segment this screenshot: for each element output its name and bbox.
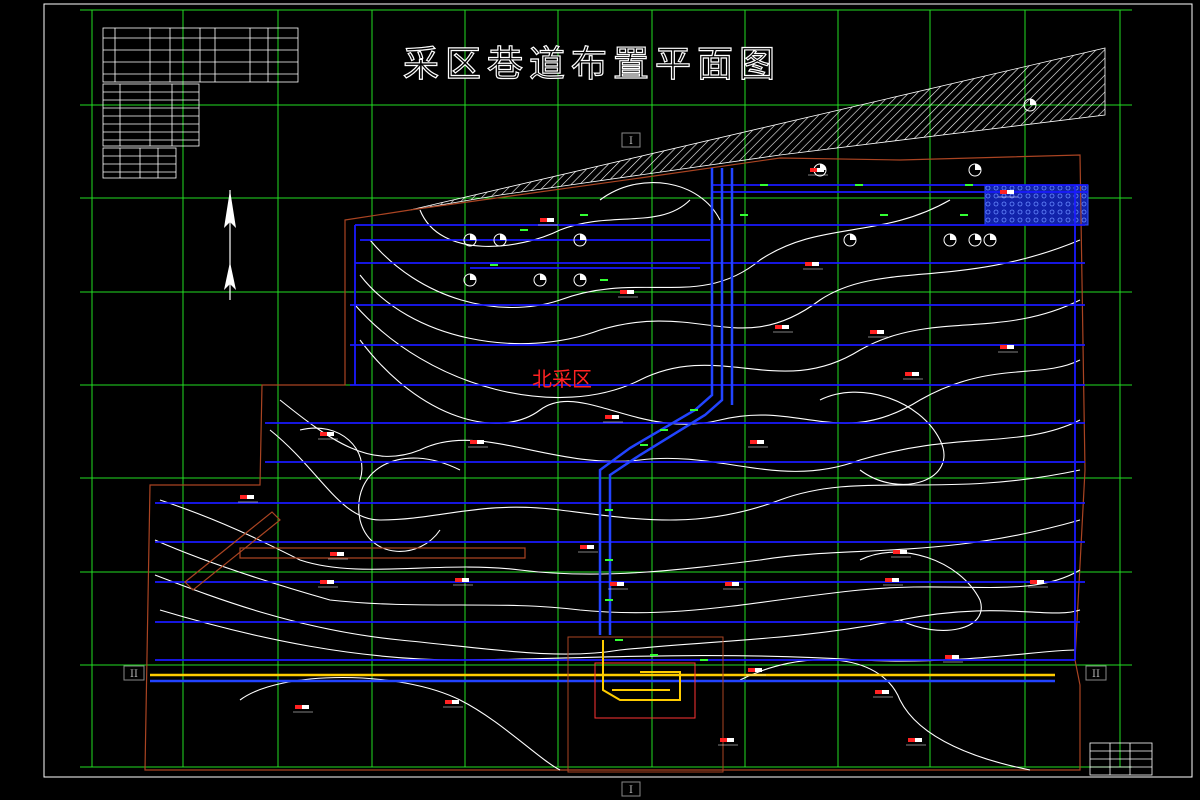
roadway-line bbox=[712, 184, 1088, 193]
elevation-tag-icon bbox=[748, 440, 768, 448]
contour-line bbox=[239, 676, 561, 771]
elevation-tag-icon bbox=[578, 545, 598, 553]
elevation-tag-icon bbox=[538, 218, 558, 226]
elevation-tag-icon bbox=[891, 550, 911, 558]
section-marker-left: II bbox=[123, 665, 145, 681]
elevation-tag-icon bbox=[998, 345, 1018, 353]
elevation-tag-icon bbox=[618, 290, 638, 298]
elevation-tag-icon bbox=[903, 372, 923, 380]
borehole-marker-icon bbox=[968, 233, 982, 247]
borehole-marker-icon bbox=[573, 233, 587, 247]
roadway-layout bbox=[155, 184, 1088, 661]
elevation-tag-icon bbox=[328, 552, 348, 560]
contour-line bbox=[279, 399, 1081, 472]
main-incline-roadway bbox=[598, 168, 734, 635]
elevation-tag-icon bbox=[883, 578, 903, 586]
borehole-marker-icon bbox=[943, 233, 957, 247]
elevation-tag-icon bbox=[906, 738, 926, 746]
contour-line bbox=[739, 659, 1031, 771]
elevation-tag-icon bbox=[468, 440, 488, 448]
borehole-marker-icon bbox=[463, 273, 477, 287]
elevation-tag-icon bbox=[238, 495, 258, 503]
borehole-marker-icon bbox=[1023, 98, 1037, 112]
elevation-tag-icon bbox=[803, 262, 823, 270]
elevation-tag-icon bbox=[773, 325, 793, 333]
borehole-marker-icon bbox=[463, 233, 477, 247]
contour-line bbox=[159, 499, 1081, 575]
contour-line bbox=[154, 539, 1081, 614]
section-marker-top-label: I bbox=[629, 136, 633, 147]
zone-label: 北采区 bbox=[532, 367, 592, 391]
contour-line bbox=[358, 457, 461, 552]
roadway-equipment bbox=[490, 184, 973, 661]
fault-hatch-band bbox=[409, 47, 1106, 211]
elevation-tag-icon bbox=[608, 582, 628, 590]
contour-line bbox=[299, 427, 363, 481]
elevation-tag-icon bbox=[453, 578, 473, 586]
contour-line bbox=[369, 199, 951, 309]
section-marker-bottom: I bbox=[621, 781, 641, 797]
contour-line bbox=[354, 299, 1081, 398]
borehole-marker-icon bbox=[493, 233, 507, 247]
elevation-tag-icon bbox=[723, 582, 743, 590]
elevation-tag-icon bbox=[998, 190, 1018, 198]
borehole-marker-icon bbox=[843, 233, 857, 247]
mining-boundary bbox=[144, 154, 1086, 771]
legend-table-symbols bbox=[102, 147, 177, 179]
diagonal-roadway bbox=[184, 511, 526, 591]
borehole-marker-icon bbox=[573, 273, 587, 287]
legend-table-main bbox=[102, 27, 299, 83]
title-block bbox=[1089, 742, 1153, 776]
contour-line bbox=[859, 551, 982, 631]
section-marker-right: II bbox=[1085, 665, 1107, 681]
section-marker-left-label: II bbox=[130, 669, 138, 680]
elevation-tag-icon bbox=[746, 668, 766, 676]
contour-line bbox=[599, 182, 721, 221]
contour-line bbox=[159, 609, 1076, 662]
contour-line bbox=[359, 239, 1081, 345]
section-marker-top: I bbox=[621, 132, 641, 148]
borehole-marker-icon bbox=[968, 163, 982, 177]
elevation-tag-icon bbox=[873, 690, 893, 698]
roadway-line bbox=[360, 239, 710, 269]
elevation-tag-icon bbox=[943, 655, 963, 663]
elevation-tag-icon bbox=[1028, 580, 1048, 588]
elevation-tag-icon bbox=[318, 432, 338, 440]
contour-line bbox=[154, 574, 1081, 655]
elevation-tag-icon bbox=[603, 415, 623, 423]
contour-line bbox=[359, 339, 1081, 425]
elevation-tag-icon bbox=[868, 330, 888, 338]
elevation-tag-icon bbox=[443, 700, 463, 708]
borehole-marker-icon bbox=[983, 233, 997, 247]
coordinate-grid bbox=[80, 9, 1132, 768]
elevation-tag-icon bbox=[718, 738, 738, 746]
drawing-title: 采区巷道布置平面图 bbox=[403, 44, 781, 85]
elevation-tag-icon bbox=[318, 580, 338, 588]
shaft-bottom-area bbox=[567, 636, 724, 773]
section-marker-bottom-label: I bbox=[629, 785, 633, 796]
north-arrow-icon bbox=[224, 190, 236, 300]
elevation-tag-icon bbox=[808, 168, 828, 176]
elevation-tag-icon bbox=[293, 705, 313, 713]
contour-line bbox=[819, 391, 945, 485]
legend-table-secondary bbox=[102, 83, 200, 147]
elevation-tags bbox=[238, 168, 1048, 746]
section-marker-right-label: II bbox=[1092, 669, 1100, 680]
contour-line bbox=[269, 429, 1081, 521]
borehole-marker-icon bbox=[533, 273, 547, 287]
